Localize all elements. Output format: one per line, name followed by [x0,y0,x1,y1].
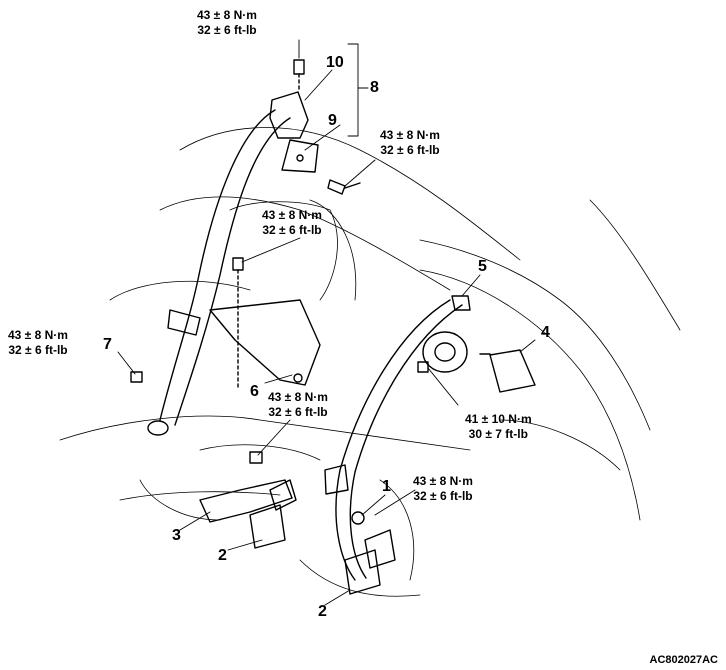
bolt-left [130,371,143,383]
callout-4: 4 [541,324,550,341]
callout-3: 3 [172,527,181,544]
torque-lower-mid-metric: 43 ± 8 N·m [268,390,328,404]
torque-upper-right-imperial: 32 ± 6 ft-lb [380,143,440,157]
callout-8: 8 [370,79,379,96]
left-belt-webbing [147,109,291,436]
callout-5: 5 [478,258,487,275]
torque-retractor: 41 ± 10 N·m 30 ± 7 ft-lb [465,412,532,442]
torque-bottom-right-imperial: 32 ± 6 ft-lb [413,489,473,503]
torque-top-imperial: 32 ± 6 ft-lb [197,23,257,37]
callout-2-right: 2 [318,603,327,620]
torque-lower-mid: 43 ± 8 N·m 32 ± 6 ft-lb [268,390,328,420]
torque-left: 43 ± 8 N·m 32 ± 6 ft-lb [8,328,68,358]
torque-upper-right: 43 ± 8 N·m 32 ± 6 ft-lb [380,128,440,158]
torque-top-metric: 43 ± 8 N·m [197,8,257,22]
lower-buckles-center [199,451,297,549]
lower-buckle-right [344,511,396,595]
callout-1: 1 [382,478,391,495]
torque-retractor-imperial: 30 ± 7 ft-lb [468,427,528,441]
center-bracket [209,257,321,391]
torque-retractor-metric: 41 ± 10 N·m [465,412,532,426]
retractor [417,331,536,393]
callout-7: 7 [103,336,112,353]
torque-bottom-right-metric: 43 ± 8 N·m [413,474,473,488]
upper-anchor [269,59,319,173]
body-outline [59,127,681,597]
torque-left-metric: 43 ± 8 N·m [8,328,68,342]
torque-center: 43 ± 8 N·m 32 ± 6 ft-lb [262,208,322,238]
callout-9: 9 [328,112,337,129]
figure-code: AC802027AC [649,654,718,666]
torque-center-metric: 43 ± 8 N·m [262,208,322,222]
right-belt-webbing [324,295,471,581]
torque-top: 43 ± 8 N·m 32 ± 6 ft-lb [197,8,257,38]
leader-lines [117,39,536,606]
torque-upper-right-metric: 43 ± 8 N·m [380,128,440,142]
callout-6: 6 [250,383,259,400]
torque-center-imperial: 32 ± 6 ft-lb [262,223,322,237]
torque-bottom-right: 43 ± 8 N·m 32 ± 6 ft-lb [413,474,473,504]
callout-2-center: 2 [218,547,227,564]
bolt-upper-right [327,179,361,195]
torque-left-imperial: 32 ± 6 ft-lb [8,343,68,357]
callout-10: 10 [326,54,344,71]
torque-lower-mid-imperial: 32 ± 6 ft-lb [268,405,328,419]
